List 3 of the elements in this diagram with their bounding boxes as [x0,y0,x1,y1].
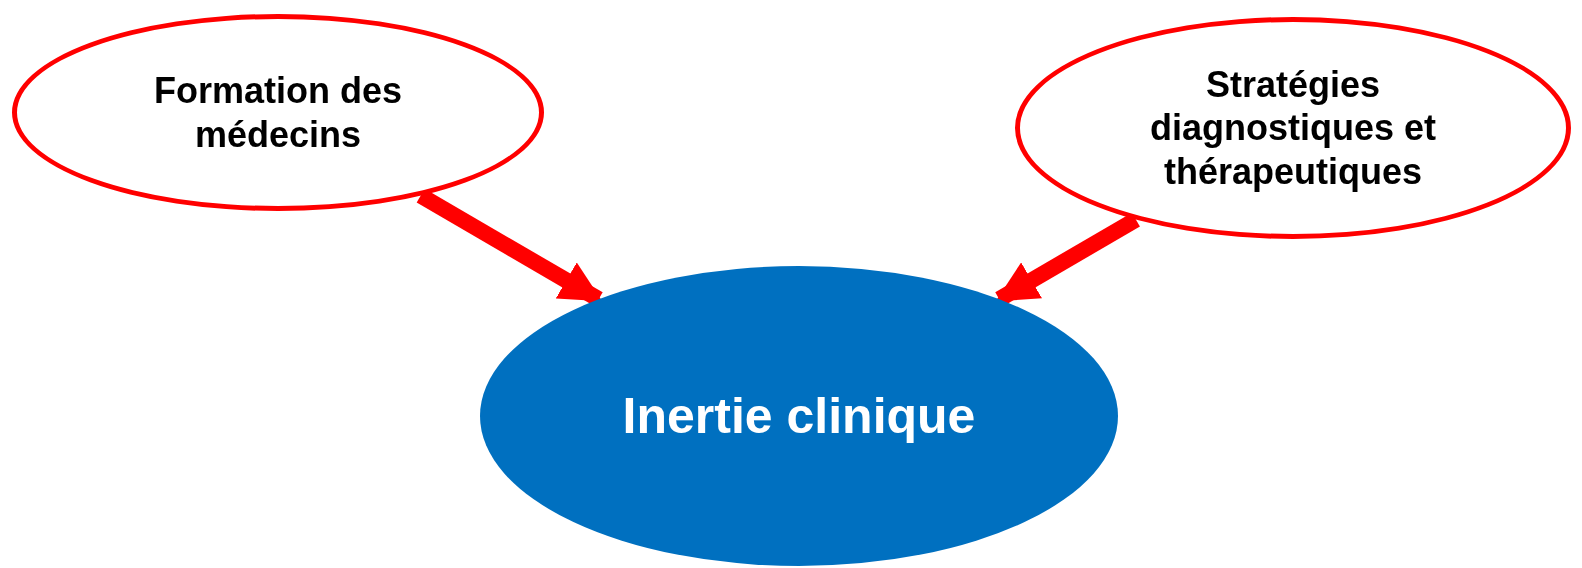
node-label: Formation des médecins [153,69,403,156]
node-label: Inertie clinique [622,387,976,446]
node-label: Stratégies diagnostiques et thérapeutiques [1149,63,1437,193]
